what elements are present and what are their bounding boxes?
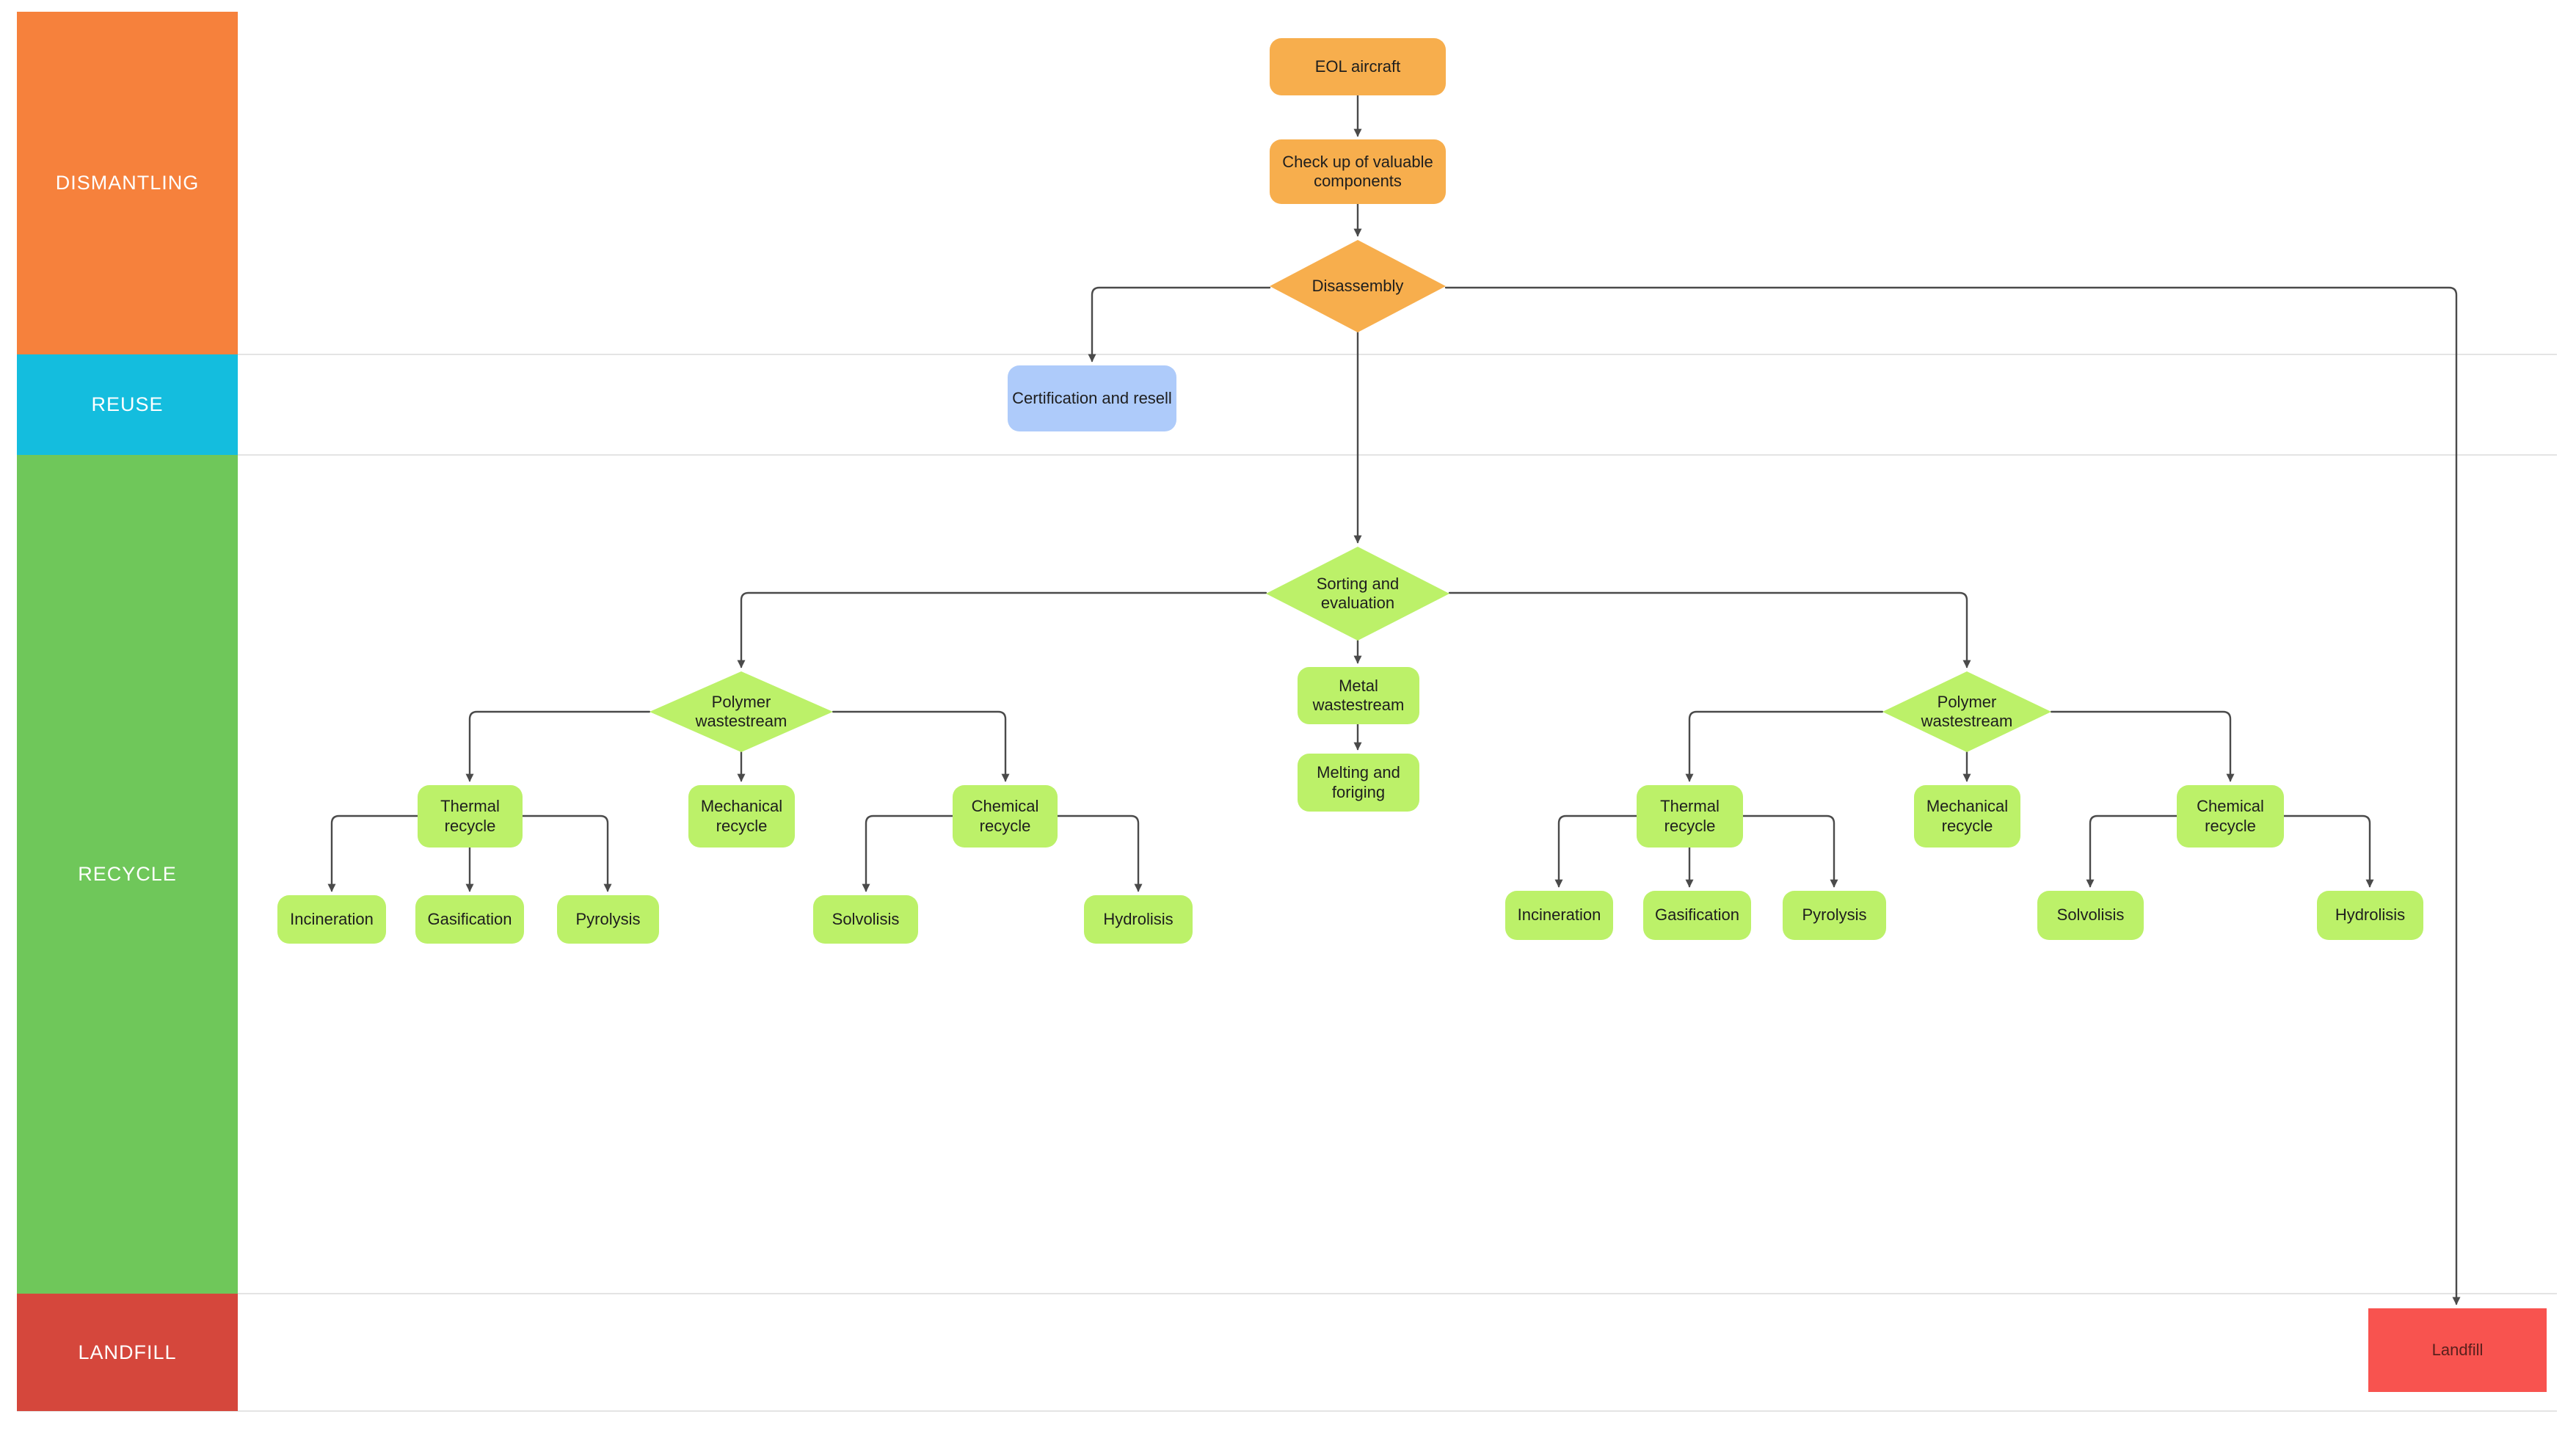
node-hydrolisis-left[interactable]: Hydrolisis <box>1084 895 1193 944</box>
edge-thermalR-to-incinerationR <box>1554 814 1638 888</box>
node-metal-wastestream[interactable]: Metal wastestream <box>1298 667 1419 724</box>
node-pyrolysis-right-label: Pyrolysis <box>1802 905 1867 925</box>
edge-chemicalR-to-hydrolisisR <box>2282 814 2374 888</box>
node-solvolisis-left-label: Solvolisis <box>832 909 900 928</box>
node-hydrolisis-right-label: Hydrolisis <box>2335 905 2406 925</box>
node-eol-aircraft[interactable]: EOL aircraft <box>1270 38 1446 95</box>
lane-recycle-label: RECYCLE <box>78 863 177 885</box>
node-mechanical-right-label: Mechanical recycle <box>1926 797 2009 835</box>
lane-dismantling[interactable]: DISMANTLING <box>17 12 238 354</box>
decision-polymer-left-label: Polymer wastestream <box>695 692 787 730</box>
node-solvolisis-right-label: Solvolisis <box>2056 905 2125 925</box>
lane-separator <box>17 1293 2557 1294</box>
lane-landfill[interactable]: LANDFILL <box>17 1294 238 1411</box>
node-gasification-left-label: Gasification <box>427 909 512 928</box>
decision-sorting-label: Sorting and evaluation <box>1316 574 1400 612</box>
node-landfill-label: Landfill <box>2431 1340 2484 1359</box>
node-pyrolysis-left[interactable]: Pyrolysis <box>557 895 659 944</box>
node-incineration-left-label: Incineration <box>290 909 374 928</box>
node-metal-label: Metal wastestream <box>1312 676 1405 714</box>
node-melting-foriging[interactable]: Melting and foriging <box>1298 754 1419 812</box>
node-chemical-recycle-right[interactable]: Chemical recycle <box>2177 785 2284 848</box>
node-thermal-recycle-left[interactable]: Thermal recycle <box>418 785 523 848</box>
edge-chemicalL-to-hydrolisisL <box>1056 814 1143 892</box>
node-thermal-right-label: Thermal recycle <box>1660 797 1720 835</box>
edge-chemicalR-to-solvolisisR <box>2086 814 2178 888</box>
edge-polymerL-to-thermalL <box>465 710 651 782</box>
lane-dismantling-label: DISMANTLING <box>55 172 200 194</box>
lane-separator <box>17 354 2557 355</box>
node-gasification-right-label: Gasification <box>1655 905 1739 925</box>
edge-sorting-to-polymer-left <box>737 591 1267 668</box>
lane-separator <box>17 454 2557 456</box>
edge-thermalL-to-incinerationL <box>327 814 419 892</box>
edge-thermalL-to-pyrolysisL <box>521 814 612 892</box>
node-pyrolysis-left-label: Pyrolysis <box>575 909 641 928</box>
node-incineration-right[interactable]: Incineration <box>1505 891 1613 940</box>
node-mechanical-recycle-left[interactable]: Mechanical recycle <box>688 785 795 848</box>
decision-polymer-right-label: Polymer wastestream <box>1921 692 2013 730</box>
node-incineration-right-label: Incineration <box>1517 905 1601 925</box>
node-incineration-left[interactable]: Incineration <box>277 895 386 944</box>
node-solvolisis-left[interactable]: Solvolisis <box>813 895 918 944</box>
node-certification-label: Certification and resell <box>1012 388 1172 407</box>
edge-polymerR-to-chemicalR <box>2050 710 2235 782</box>
node-melting-label: Melting and foriging <box>1317 763 1400 801</box>
node-gasification-right[interactable]: Gasification <box>1643 891 1751 940</box>
node-hydrolisis-right[interactable]: Hydrolisis <box>2317 891 2423 940</box>
edge-chemicalL-to-solvolisisL <box>862 814 954 892</box>
lane-recycle[interactable]: RECYCLE <box>17 455 238 1294</box>
node-thermal-left-label: Thermal recycle <box>440 797 500 835</box>
node-thermal-recycle-right[interactable]: Thermal recycle <box>1637 785 1743 848</box>
edge-thermalR-to-pyrolysisR <box>1742 814 1838 888</box>
lane-reuse[interactable]: REUSE <box>17 354 238 455</box>
node-mechanical-left-label: Mechanical recycle <box>700 797 783 835</box>
node-pyrolysis-right[interactable]: Pyrolysis <box>1783 891 1886 940</box>
node-gasification-left[interactable]: Gasification <box>415 895 524 944</box>
node-checkup-label: Check up of valuable components <box>1282 152 1433 190</box>
node-chemical-left-label: Chemical recycle <box>971 797 1039 835</box>
edge-disassembly-to-certification <box>1088 286 1271 362</box>
lane-reuse-label: REUSE <box>91 393 164 415</box>
node-certification-resell[interactable]: Certification and resell <box>1008 365 1176 431</box>
node-chemical-recycle-left[interactable]: Chemical recycle <box>953 785 1058 848</box>
decision-disassembly-label: Disassembly <box>1311 276 1404 295</box>
edge-sorting-to-polymer-right <box>1448 591 1971 668</box>
node-chemical-right-label: Chemical recycle <box>2197 797 2264 835</box>
node-checkup-valuable-components[interactable]: Check up of valuable components <box>1270 139 1446 204</box>
lane-separator <box>17 1410 2557 1412</box>
edge-polymerR-to-thermalR <box>1685 710 1884 782</box>
node-eol-aircraft-label: EOL aircraft <box>1314 57 1401 76</box>
edge-disassembly-to-landfill <box>1444 286 2461 1305</box>
node-hydrolisis-left-label: Hydrolisis <box>1103 909 1174 928</box>
node-solvolisis-right[interactable]: Solvolisis <box>2037 891 2144 940</box>
lane-landfill-label: LANDFILL <box>78 1341 177 1363</box>
edge-polymerL-to-chemicalL <box>832 710 1010 782</box>
node-landfill[interactable]: Landfill <box>2368 1308 2547 1392</box>
node-mechanical-recycle-right[interactable]: Mechanical recycle <box>1914 785 2020 848</box>
